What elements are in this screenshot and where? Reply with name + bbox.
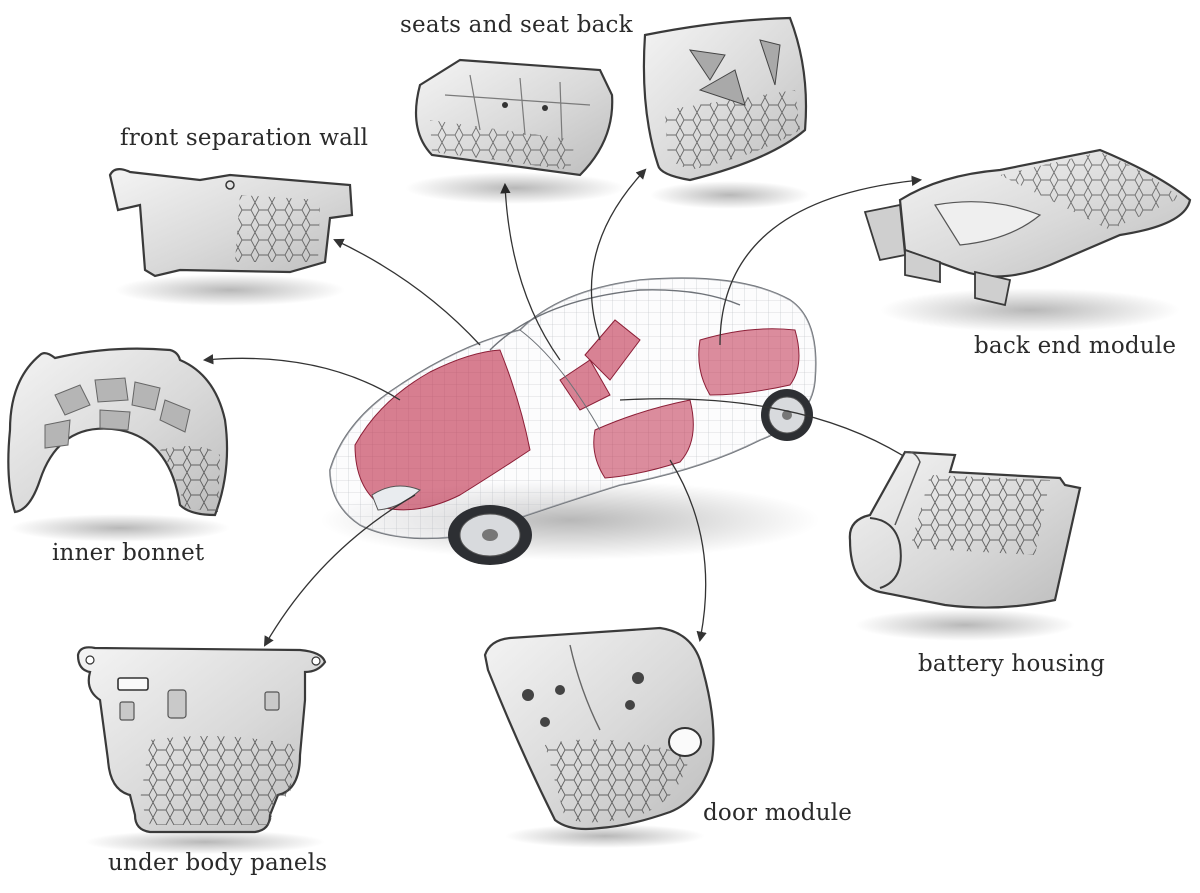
arrow-icon (202, 168, 923, 647)
label-door: door module (703, 800, 853, 826)
front-wall-part (108, 168, 354, 306)
door-part (483, 626, 715, 848)
label-under-body: under body panels (108, 850, 328, 876)
battery-part (848, 450, 1082, 641)
label-seats: seats and seat back (400, 12, 633, 38)
label-battery: battery housing (918, 651, 1105, 677)
inner-bonnet-part (7, 347, 230, 542)
under-body-part (76, 646, 327, 854)
label-front-wall: front separation wall (120, 125, 369, 151)
seats-part (405, 16, 810, 209)
label-inner-bonnet: inner bonnet (52, 540, 205, 566)
back-end-part (863, 148, 1192, 332)
label-back-end: back end module (974, 333, 1177, 359)
car-wireframe-icon (320, 277, 820, 565)
